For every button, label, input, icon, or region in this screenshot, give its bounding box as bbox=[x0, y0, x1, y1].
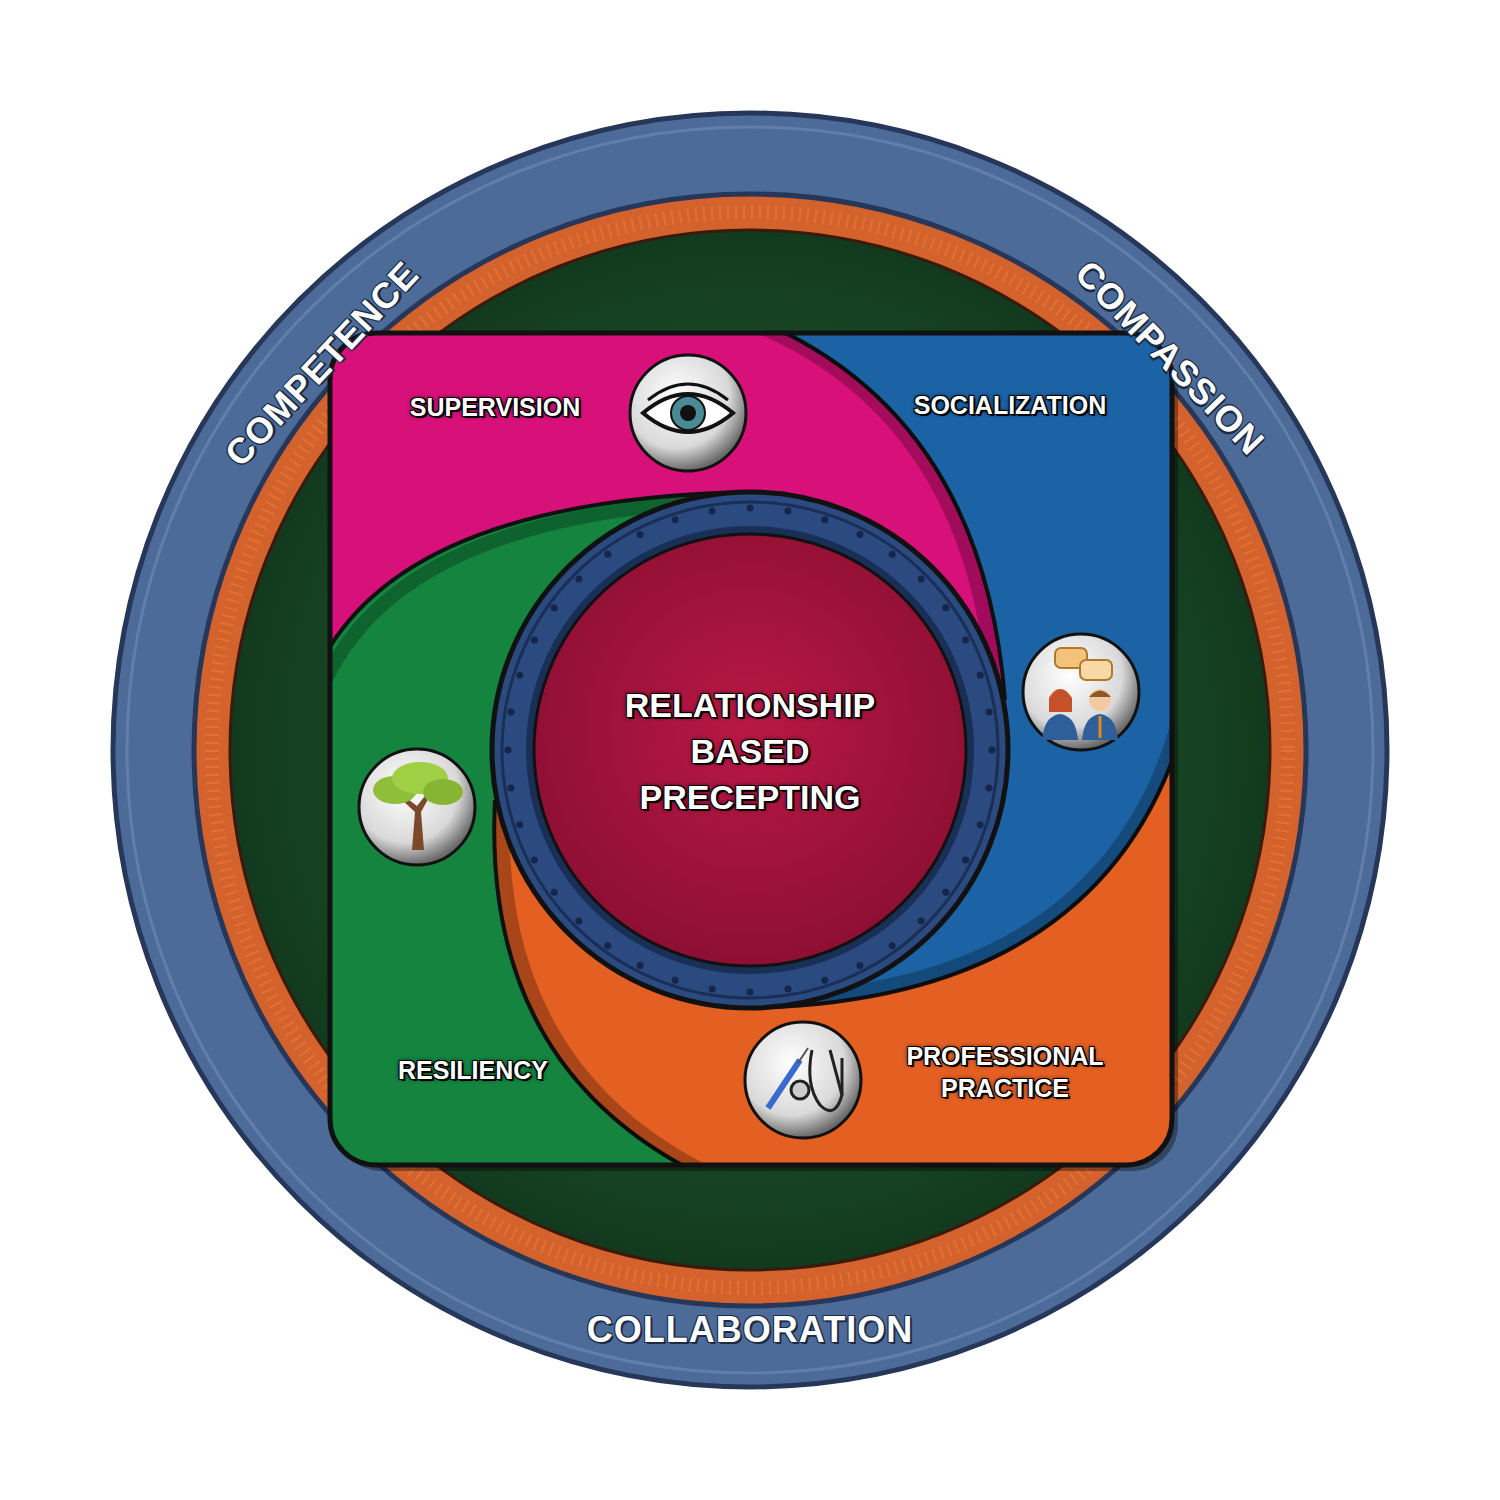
element-label: RESILIENCY bbox=[398, 1054, 548, 1087]
tree-icon bbox=[359, 749, 475, 865]
element-band: PROFESSIONAL PRACTICE bbox=[894, 1034, 1116, 1111]
element-band: SUPERVISION bbox=[404, 385, 586, 430]
value-word: COMPASSION bbox=[1067, 252, 1273, 463]
outer-ring bbox=[113, 113, 1387, 1387]
element-label: PROFESSIONAL PRACTICE bbox=[900, 1040, 1110, 1105]
orange-ring bbox=[194, 194, 1306, 1306]
people-icon bbox=[1023, 634, 1139, 750]
value-word: COMPETENCE bbox=[217, 253, 428, 475]
element-band: SOCIALIZATION bbox=[908, 383, 1113, 428]
element-label: SOCIALIZATION bbox=[914, 389, 1107, 422]
element-label: RELATIONSHIP BASED PRECEPTING bbox=[585, 683, 915, 821]
eye-icon bbox=[630, 355, 746, 471]
element-band: RESILIENCY bbox=[392, 1048, 554, 1093]
center-disk bbox=[534, 534, 966, 966]
center-ring bbox=[492, 492, 1008, 1008]
value-word: COLLABORATION bbox=[587, 1309, 913, 1351]
core-circle: RELATIONSHIP BASED PRECEPTING bbox=[579, 677, 921, 827]
element-label: SUPERVISION bbox=[410, 391, 580, 424]
green-disk bbox=[230, 230, 1270, 1270]
stethoscope-icon bbox=[745, 1022, 861, 1138]
